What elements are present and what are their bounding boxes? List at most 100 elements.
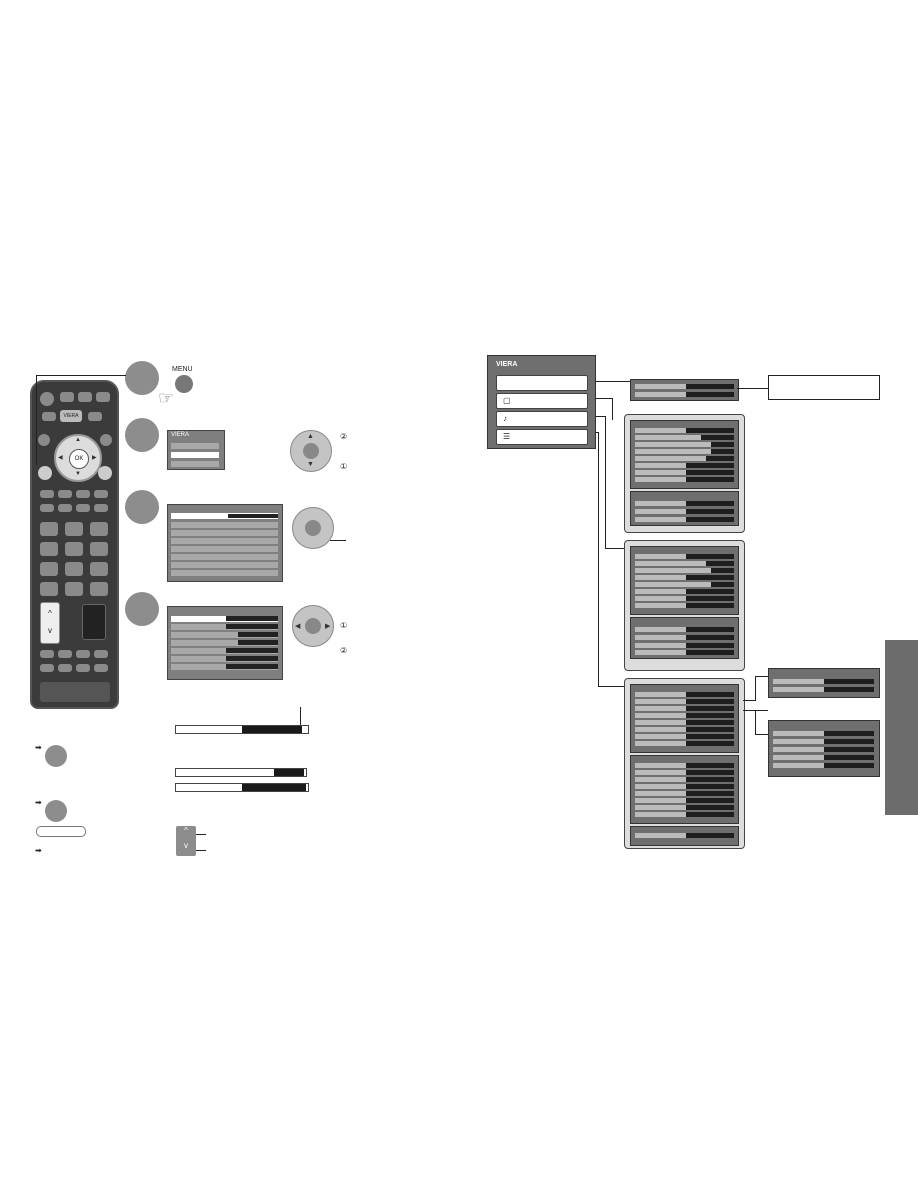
main-menu-item-setup-list[interactable]: ☰ xyxy=(496,429,588,445)
submenu-row[interactable] xyxy=(635,770,733,775)
mini-row[interactable] xyxy=(171,513,278,519)
channel-rocker[interactable]: ^v xyxy=(40,602,60,644)
submenu-row[interactable] xyxy=(635,449,733,454)
mini-row[interactable] xyxy=(171,640,278,646)
mini-row[interactable] xyxy=(171,664,278,670)
remote-button[interactable] xyxy=(42,412,56,421)
submenu-row[interactable] xyxy=(635,699,733,704)
number-button[interactable] xyxy=(65,582,83,596)
mini-row[interactable] xyxy=(171,616,278,622)
mini-row[interactable] xyxy=(171,570,278,576)
submenu-row[interactable] xyxy=(635,568,733,573)
submenu-row[interactable] xyxy=(635,635,733,640)
submenu-row[interactable] xyxy=(635,777,733,782)
submenu-row[interactable] xyxy=(773,763,873,768)
submenu-row[interactable] xyxy=(635,463,733,468)
submenu-row[interactable] xyxy=(635,435,733,440)
ok-button[interactable]: OK xyxy=(69,449,89,469)
submenu-row[interactable] xyxy=(635,627,733,632)
mini-row[interactable] xyxy=(171,562,278,568)
menu-button[interactable] xyxy=(38,466,52,480)
remote-button[interactable] xyxy=(88,412,102,421)
remote-button[interactable] xyxy=(94,664,108,672)
number-button[interactable] xyxy=(40,522,58,536)
remote-button[interactable] xyxy=(58,664,72,672)
submenu-row[interactable] xyxy=(773,679,873,684)
viera-link-button[interactable]: VIERA xyxy=(60,410,82,422)
submenu-row[interactable] xyxy=(635,561,733,566)
submenu-row[interactable] xyxy=(635,575,733,580)
submenu-row[interactable] xyxy=(635,784,733,789)
submenu-row[interactable] xyxy=(635,833,733,838)
remote-button[interactable] xyxy=(58,504,72,512)
number-button[interactable] xyxy=(40,542,58,556)
up-arrow-icon[interactable]: ▲ xyxy=(75,437,81,443)
submenu-row[interactable] xyxy=(635,798,733,803)
submenu-row[interactable] xyxy=(635,727,733,732)
remote-button[interactable] xyxy=(94,650,108,658)
number-button[interactable] xyxy=(90,542,108,556)
remote-button[interactable] xyxy=(94,504,108,512)
submenu-row[interactable] xyxy=(635,442,733,447)
mini-row[interactable] xyxy=(171,530,278,536)
submenu-row[interactable] xyxy=(635,763,733,768)
number-button[interactable] xyxy=(65,522,83,536)
submenu-row[interactable] xyxy=(635,650,733,655)
mini-row[interactable] xyxy=(171,546,278,552)
mini-row[interactable] xyxy=(171,632,278,638)
power-button[interactable] xyxy=(40,392,54,406)
submenu-row[interactable] xyxy=(635,384,733,389)
submenu-row[interactable] xyxy=(635,517,733,522)
submenu-row[interactable] xyxy=(635,706,733,711)
mini-row[interactable] xyxy=(171,554,278,560)
number-button[interactable] xyxy=(90,582,108,596)
remote-button[interactable] xyxy=(38,434,50,446)
remote-button[interactable] xyxy=(60,392,74,402)
submenu-row[interactable] xyxy=(773,747,873,752)
submenu-row[interactable] xyxy=(635,692,733,697)
main-menu-item-setup[interactable] xyxy=(496,375,588,391)
remote-button[interactable] xyxy=(58,650,72,658)
mini-row[interactable] xyxy=(171,522,278,528)
return-button[interactable] xyxy=(98,466,112,480)
remote-button[interactable] xyxy=(40,504,54,512)
mini-menu-item[interactable] xyxy=(171,443,219,449)
main-menu-item-picture[interactable]: ▢ xyxy=(496,393,588,409)
dpad[interactable]: ▲ ▼ ◀ ▶ OK xyxy=(54,434,102,482)
remote-button[interactable] xyxy=(76,650,90,658)
submenu-row[interactable] xyxy=(635,603,733,608)
main-menu-item-sound[interactable]: ♪ xyxy=(496,411,588,427)
submenu-row[interactable] xyxy=(773,739,873,744)
submenu-row[interactable] xyxy=(635,720,733,725)
submenu-row[interactable] xyxy=(635,470,733,475)
remote-button[interactable] xyxy=(40,650,54,658)
remote-button[interactable] xyxy=(96,392,110,402)
submenu-row[interactable] xyxy=(635,734,733,739)
submenu-row[interactable] xyxy=(635,554,733,559)
number-button[interactable] xyxy=(40,562,58,576)
mini-menu-item-picture[interactable] xyxy=(171,452,219,458)
submenu-row[interactable] xyxy=(635,812,733,817)
remote-button[interactable] xyxy=(58,490,72,498)
remote-button[interactable] xyxy=(40,664,54,672)
submenu-row[interactable] xyxy=(635,501,733,506)
mini-row[interactable] xyxy=(171,656,278,662)
submenu-row[interactable] xyxy=(635,805,733,810)
submenu-row[interactable] xyxy=(635,589,733,594)
mini-menu-item-sound[interactable] xyxy=(171,461,219,467)
number-button[interactable] xyxy=(65,562,83,576)
remote-button[interactable] xyxy=(76,504,90,512)
submenu-row[interactable] xyxy=(773,687,873,692)
remote-button[interactable] xyxy=(40,490,54,498)
remote-button[interactable] xyxy=(76,664,90,672)
submenu-row[interactable] xyxy=(773,755,873,760)
submenu-row[interactable] xyxy=(635,741,733,746)
remote-button[interactable] xyxy=(76,490,90,498)
volume-rocker[interactable] xyxy=(82,604,106,640)
submenu-row[interactable] xyxy=(635,509,733,514)
remote-button[interactable] xyxy=(78,392,92,402)
submenu-row[interactable] xyxy=(635,582,733,587)
number-button[interactable] xyxy=(40,582,58,596)
submenu-row[interactable] xyxy=(635,643,733,648)
submenu-row[interactable] xyxy=(635,596,733,601)
